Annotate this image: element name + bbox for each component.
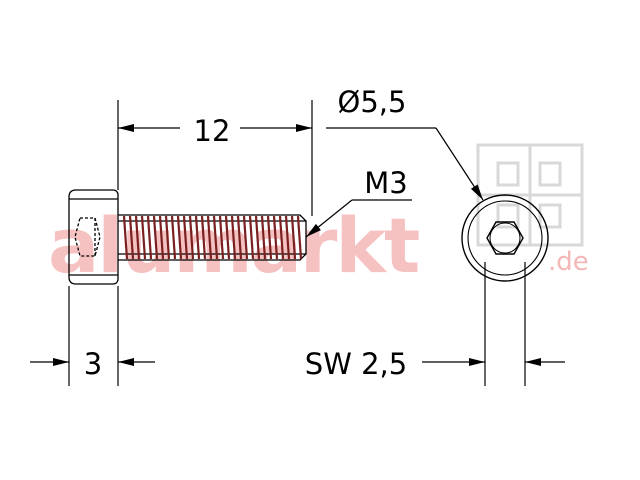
thread-line bbox=[194, 215, 201, 260]
dimension-head-height-label: 3 bbox=[84, 347, 102, 381]
thread-line bbox=[200, 215, 207, 260]
thread-line bbox=[260, 215, 267, 260]
screw-end-view bbox=[461, 194, 549, 282]
thread-line bbox=[230, 215, 237, 260]
thread-line bbox=[254, 215, 261, 260]
thread-line bbox=[134, 215, 141, 260]
thread-line bbox=[212, 215, 219, 260]
thread-line bbox=[266, 215, 273, 260]
dimension-thread: M3 bbox=[305, 166, 412, 238]
thread-lines bbox=[122, 215, 303, 260]
thread-line bbox=[284, 215, 291, 260]
thread-line bbox=[158, 215, 165, 260]
thread-line bbox=[128, 215, 135, 260]
dimension-head-diameter: Ø5,5 bbox=[326, 85, 484, 201]
thread-line bbox=[218, 215, 225, 260]
dimension-length: 12 bbox=[118, 114, 312, 148]
watermark-logo-icon bbox=[476, 143, 584, 247]
thread-line bbox=[170, 215, 177, 260]
thread-line bbox=[290, 215, 297, 260]
thread-line bbox=[296, 215, 303, 260]
thread-line bbox=[206, 215, 213, 260]
watermark-suffix: .de bbox=[548, 247, 589, 277]
thread-line bbox=[188, 215, 195, 260]
dimension-wrench-size: SW 2,5 bbox=[305, 347, 565, 381]
thread-line bbox=[152, 215, 159, 260]
thread-line bbox=[146, 215, 153, 260]
thread-line bbox=[176, 215, 183, 260]
thread-line bbox=[164, 215, 171, 260]
thread-line bbox=[278, 215, 285, 260]
dimension-length-label: 12 bbox=[194, 114, 231, 148]
thread-line bbox=[224, 215, 231, 260]
thread-line bbox=[272, 215, 279, 260]
thread-line bbox=[242, 215, 249, 260]
dimension-head-diameter-label: Ø5,5 bbox=[338, 85, 407, 119]
thread-line bbox=[182, 215, 189, 260]
dimension-thread-label: M3 bbox=[364, 166, 407, 200]
dimension-wrench-size-label: SW 2,5 bbox=[305, 347, 407, 381]
thread-line bbox=[122, 215, 129, 260]
thread-line bbox=[140, 215, 147, 260]
dimension-head-height: 3 bbox=[30, 347, 155, 381]
thread-line bbox=[236, 215, 243, 260]
thread-line bbox=[248, 215, 255, 260]
screw-head bbox=[68, 189, 119, 285]
